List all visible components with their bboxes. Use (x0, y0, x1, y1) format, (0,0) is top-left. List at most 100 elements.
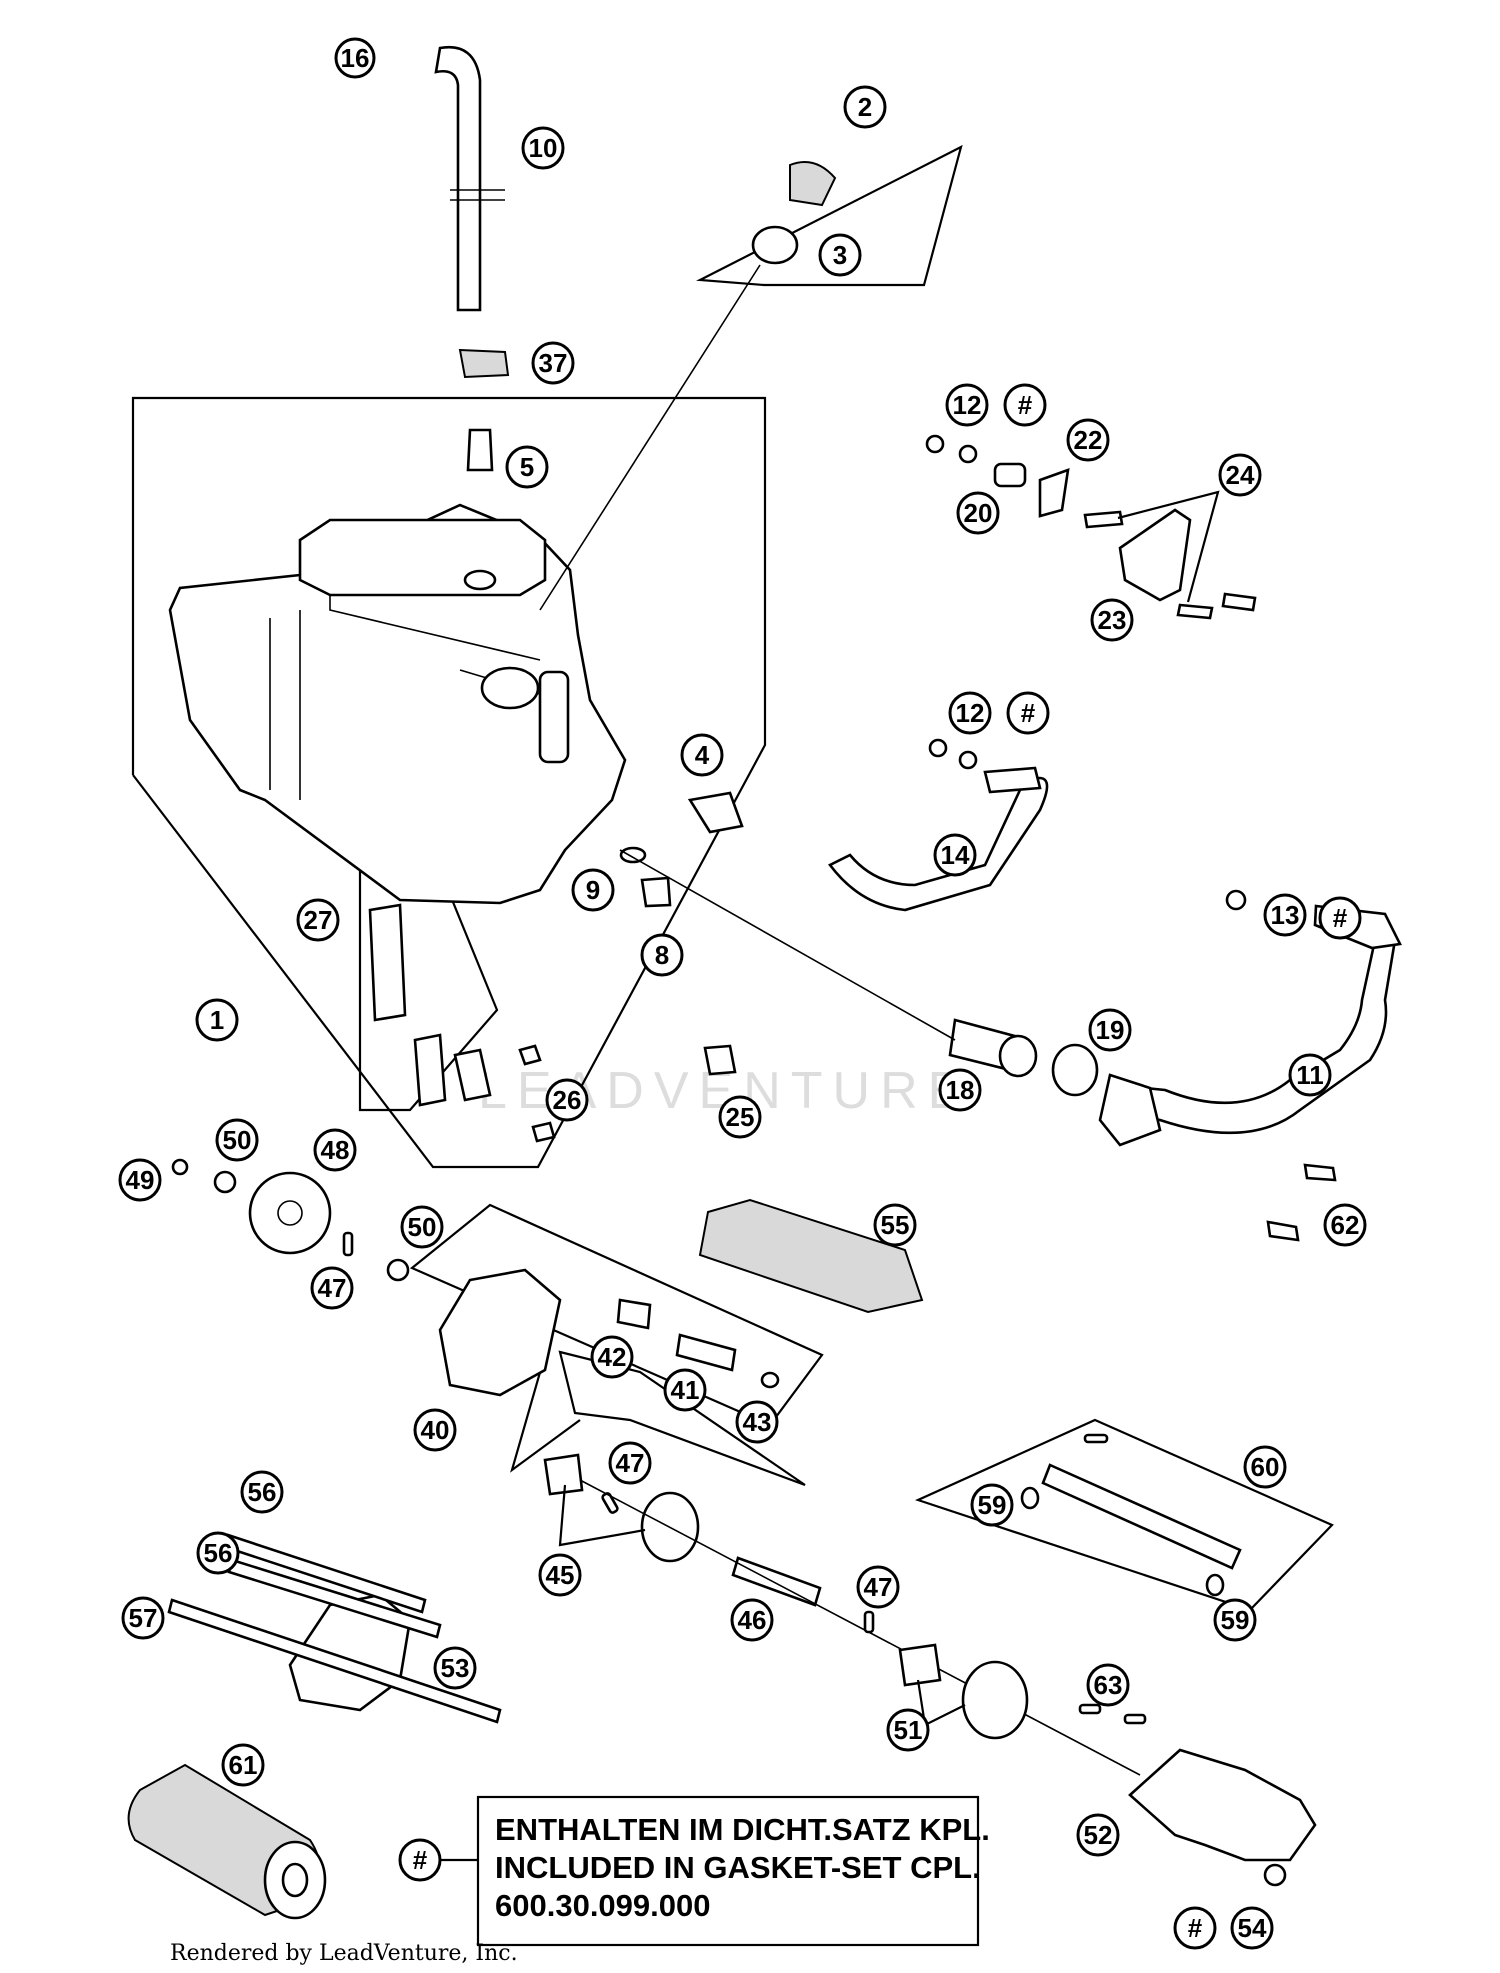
svg-text:19: 19 (1096, 1015, 1125, 1045)
svg-text:55: 55 (881, 1210, 910, 1240)
svg-text:48: 48 (321, 1135, 350, 1165)
leader-tank-tube (619, 849, 956, 1041)
callout-56b[interactable]: 56 (196, 1531, 240, 1575)
svg-text:45: 45 (546, 1560, 575, 1590)
callout-hash-12b[interactable]: # (1006, 691, 1050, 735)
callout-26[interactable]: 26 (545, 1078, 589, 1122)
legend-line-3: 600.30.099.000 (495, 1888, 711, 1923)
o-ring-59a (1020, 1486, 1040, 1510)
svg-text:12: 12 (953, 390, 982, 420)
svg-text:#: # (1018, 390, 1033, 420)
sprocket-48-hub (277, 1200, 303, 1226)
callout-hash-legend[interactable]: # (398, 1838, 442, 1882)
callout-13[interactable]: 13 (1263, 893, 1307, 937)
fitting-12-hose (983, 766, 1042, 794)
spring-41 (675, 1333, 737, 1372)
svg-text:42: 42 (598, 1342, 627, 1372)
callout-59b[interactable]: 59 (1213, 1598, 1257, 1642)
callout-49[interactable]: 49 (118, 1158, 162, 1202)
callout-50b[interactable]: 50 (400, 1205, 444, 1249)
o-ring-59b (1205, 1573, 1225, 1597)
hose-14 (828, 776, 1049, 912)
callout-53[interactable]: 53 (433, 1646, 477, 1690)
callout-46[interactable]: 46 (730, 1598, 774, 1642)
callout-23[interactable]: 23 (1090, 598, 1134, 642)
callout-45[interactable]: 45 (538, 1553, 582, 1597)
callout-55[interactable]: 55 (873, 1203, 917, 1247)
callout-63[interactable]: 63 (1086, 1663, 1130, 1707)
leader-shaft (579, 1479, 1141, 1776)
callout-5[interactable]: 5 (505, 445, 549, 489)
callout-60[interactable]: 60 (1243, 1445, 1287, 1489)
leader-24 (1117, 490, 1220, 603)
callout-hash-13[interactable]: # (1318, 896, 1362, 940)
filter-element-3 (453, 1048, 492, 1102)
callout-40[interactable]: 40 (413, 1408, 457, 1452)
callout-51[interactable]: 51 (886, 1708, 930, 1752)
callout-20[interactable]: 20 (956, 491, 1000, 535)
svg-text:4: 4 (695, 740, 710, 770)
shaft-60 (1041, 1463, 1242, 1570)
callout-8[interactable]: 8 (640, 933, 684, 977)
svg-text:25: 25 (726, 1102, 755, 1132)
callout-54[interactable]: 54 (1230, 1906, 1274, 1950)
svg-text:52: 52 (1084, 1820, 1113, 1850)
pin-47a (342, 1231, 354, 1257)
washer-12a-2 (958, 444, 978, 464)
callout-43[interactable]: 43 (735, 1400, 779, 1444)
callout-47c[interactable]: 47 (856, 1565, 900, 1609)
svg-text:20: 20 (964, 498, 993, 528)
svg-text:62: 62 (1331, 1210, 1360, 1240)
svg-text:23: 23 (1098, 605, 1127, 635)
callout-18[interactable]: 18 (938, 1068, 982, 1112)
bolt-24a (1083, 510, 1124, 529)
callout-25[interactable]: 25 (718, 1095, 762, 1139)
callout-12a[interactable]: 12 (945, 383, 989, 427)
callout-56a[interactable]: 56 (240, 1470, 284, 1514)
svg-text:50: 50 (223, 1125, 252, 1155)
callout-hash-12a[interactable]: # (1003, 383, 1047, 427)
svg-text:56: 56 (248, 1477, 277, 1507)
bolt-62a (1303, 1163, 1337, 1182)
callout-14[interactable]: 14 (933, 833, 977, 877)
callout-47a[interactable]: 47 (310, 1266, 354, 1310)
svg-text:16: 16 (341, 43, 370, 73)
callout-61[interactable]: 61 (221, 1743, 265, 1787)
callout-16[interactable]: 16 (334, 37, 376, 79)
callout-57[interactable]: 57 (121, 1596, 165, 1640)
callout-9[interactable]: 9 (571, 868, 615, 912)
svg-text:2: 2 (858, 92, 872, 122)
callout-22[interactable]: 22 (1066, 418, 1110, 462)
svg-text:12: 12 (956, 698, 985, 728)
callout-10[interactable]: 10 (521, 126, 565, 170)
svg-text:61: 61 (229, 1750, 258, 1780)
callout-37[interactable]: 37 (531, 341, 575, 385)
callout-41[interactable]: 41 (663, 1368, 707, 1412)
callout-47b[interactable]: 47 (608, 1441, 652, 1485)
callout-59a[interactable]: 59 (970, 1483, 1014, 1527)
callout-19[interactable]: 19 (1088, 1008, 1132, 1052)
callout-24[interactable]: 24 (1218, 453, 1262, 497)
svg-text:63: 63 (1094, 1670, 1123, 1700)
callout-4[interactable]: 4 (680, 733, 724, 777)
callout-27[interactable]: 27 (296, 898, 340, 942)
callout-12b[interactable]: 12 (948, 691, 992, 735)
pin-63b (1123, 1713, 1147, 1725)
callout-42[interactable]: 42 (590, 1335, 634, 1379)
callout-50a[interactable]: 50 (215, 1118, 259, 1162)
svg-text:13: 13 (1271, 900, 1300, 930)
plug-43 (760, 1371, 780, 1389)
callout-3[interactable]: 3 (818, 233, 862, 277)
callout-11[interactable]: 11 (1288, 1053, 1332, 1097)
callout-hash-54[interactable]: # (1173, 1906, 1217, 1950)
pin-63a (1078, 1703, 1102, 1715)
callout-1[interactable]: 1 (195, 998, 239, 1042)
flange-18 (998, 1034, 1038, 1078)
callout-62[interactable]: 62 (1323, 1203, 1367, 1247)
svg-text:#: # (1333, 903, 1348, 933)
callout-2[interactable]: 2 (843, 85, 887, 129)
svg-text:47: 47 (616, 1448, 645, 1478)
washer-50b (386, 1258, 410, 1282)
callout-48[interactable]: 48 (313, 1128, 357, 1172)
callout-52[interactable]: 52 (1076, 1813, 1120, 1857)
